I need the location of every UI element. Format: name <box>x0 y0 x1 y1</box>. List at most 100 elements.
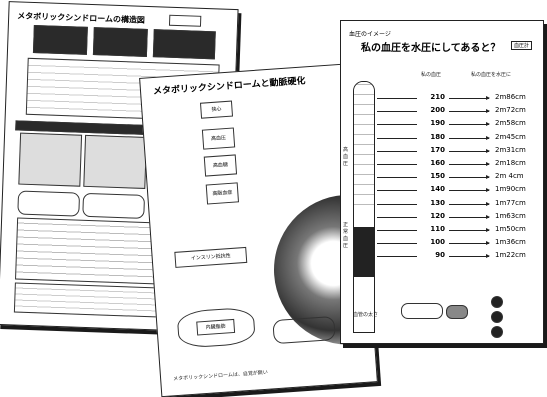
pressure-mmhg: 150 <box>430 172 445 181</box>
pressure-row: 90 1m22cm <box>377 251 542 263</box>
water-height: 1m36cm <box>495 238 526 247</box>
sheet2-footnote: メタボリックシンドロームは、自覚が無い <box>172 369 269 383</box>
arrow-icon <box>449 148 490 153</box>
pressure-row-leader <box>377 124 417 126</box>
sheet3-tag: 血圧計 <box>511 41 533 50</box>
pressure-mmhg: 210 <box>430 93 445 101</box>
pressure-row: 210 2m86cm <box>377 93 542 105</box>
sheet3-header-small: 血圧のイメージ <box>349 31 391 38</box>
water-height: 2m86cm <box>495 93 526 101</box>
pressure-row-leader <box>377 216 417 218</box>
pressure-row: 180 2m45cm <box>377 133 542 145</box>
sheet2-box-insulin: インスリン抵抗性 <box>174 246 248 268</box>
sheet2-speech-bubble <box>272 315 336 345</box>
pressure-row-leader <box>377 190 417 192</box>
pressure-row-leader <box>377 203 417 205</box>
pressure-row: 130 1m77cm <box>377 199 542 211</box>
tube-upper-fill <box>354 82 374 214</box>
sheet3-vessel-oval-2 <box>446 305 468 319</box>
pressure-row-leader <box>377 150 417 152</box>
arrow-icon <box>449 162 490 166</box>
sheet1-dark-box-3 <box>152 29 216 60</box>
water-height: 2m 4cm <box>495 172 524 181</box>
water-height: 2m58cm <box>495 119 526 128</box>
pressure-row-leader <box>377 243 417 245</box>
arrow-icon <box>449 188 490 193</box>
sheet3-col-right: 私の血圧を水圧に <box>471 72 512 78</box>
sheet3-dot-1 <box>491 296 503 308</box>
pressure-mmhg: 130 <box>430 198 445 207</box>
sheet2-box-hypertension: 高血圧 <box>201 127 236 150</box>
pressure-row: 140 1m90cm <box>377 185 542 197</box>
sheet1-dark-box-1 <box>32 24 88 55</box>
pressure-row: 160 2m18cm <box>377 159 542 171</box>
pressure-row: 200 2m72cm <box>377 106 542 118</box>
sheet3-col-left: 私の血圧 <box>421 72 442 78</box>
pressure-row-leader <box>377 230 417 231</box>
water-height: 1m22cm <box>495 251 526 260</box>
sheet3-bottom-label: 血管の太さ <box>353 312 379 318</box>
pressure-mmhg: 170 <box>430 145 445 154</box>
sheet1-title: メタボリックシンドロームの構造図 <box>17 11 146 25</box>
pressure-row: 150 2m 4cm <box>377 172 542 184</box>
arrow-icon <box>449 201 490 206</box>
pressure-mmhg: 100 <box>430 238 445 247</box>
sheet2-box-visceral-fat: 内臓脂肪 <box>196 318 236 336</box>
sheet3-tube-label-top: 高血圧 <box>343 147 349 167</box>
arrow-icon <box>449 96 490 100</box>
pressure-row-leader <box>377 164 417 165</box>
pressure-row-leader <box>377 111 417 113</box>
water-height: 2m72cm <box>495 106 526 115</box>
pressure-mmhg: 120 <box>430 211 445 220</box>
water-height: 1m90cm <box>495 185 526 194</box>
arrow-icon <box>449 175 490 180</box>
water-height: 2m31cm <box>495 145 526 154</box>
sheet3-title: 私の血圧を水圧にしてあると？ <box>361 43 501 54</box>
pressure-mmhg: 110 <box>430 225 445 233</box>
pressure-row: 170 2m31cm <box>377 146 542 158</box>
pressure-mmhg: 90 <box>435 251 445 260</box>
sheet2-box-angina: 狭心 <box>199 100 234 119</box>
arrow-icon <box>449 241 490 246</box>
sheet3-dot-2 <box>491 311 503 323</box>
pressure-mmhg: 190 <box>430 119 445 128</box>
sheet1-panel-2 <box>83 134 148 189</box>
tube-dark-fill <box>354 227 374 277</box>
arrow-icon <box>449 135 490 140</box>
pressure-mmhg: 140 <box>430 185 445 194</box>
pressure-row: 100 1m36cm <box>377 238 542 250</box>
pressure-row: 120 1m63cm <box>377 212 542 224</box>
arrow-icon <box>449 122 490 127</box>
blood-pressure-water-sheet: 血圧のイメージ 私の血圧を水圧にしてあると？ 血圧計 私の血圧 私の血圧を水圧に… <box>340 20 544 344</box>
sheet3-vessel-oval-1 <box>401 303 443 319</box>
arrow-icon <box>449 109 490 114</box>
pressure-mmhg: 200 <box>430 106 445 115</box>
pressure-row-leader <box>377 98 417 99</box>
arrow-icon <box>449 254 490 259</box>
sheet2-title: メタボリックシンドロームと動脈硬化 <box>152 76 306 98</box>
sheet1-panel-1 <box>18 132 83 187</box>
sheet1-oval-2 <box>82 192 146 219</box>
water-column-tube <box>353 81 375 333</box>
sheet1-oval-1 <box>17 190 81 217</box>
sheet2-box-hyperglycemia: 高血糖 <box>203 154 238 177</box>
arrow-icon <box>449 228 490 232</box>
sheet2-cloud-visceral-fat: 内臓脂肪 <box>176 306 256 349</box>
sheet3-dot-3 <box>491 326 503 338</box>
sheet2-box-hyperlipidemia: 高脂血症 <box>205 182 240 205</box>
sheet1-dark-box-2 <box>92 27 148 57</box>
water-height: 1m50cm <box>495 225 526 233</box>
pressure-mmhg: 160 <box>430 159 445 167</box>
water-height: 1m63cm <box>495 211 526 220</box>
pressure-row: 110 1m50cm <box>377 225 542 237</box>
sheet1-header-box <box>168 14 202 27</box>
arrow-icon <box>449 214 490 219</box>
pressure-row: 190 2m58cm <box>377 119 542 131</box>
water-height: 2m45cm <box>495 132 526 141</box>
water-height: 2m18cm <box>495 159 526 167</box>
water-height: 1m77cm <box>495 198 526 207</box>
sheet3-tube-label-bottom: 正常血圧 <box>343 222 349 249</box>
pressure-row-leader <box>377 177 417 179</box>
pressure-mmhg: 180 <box>430 132 445 141</box>
pressure-row-leader <box>377 137 417 139</box>
